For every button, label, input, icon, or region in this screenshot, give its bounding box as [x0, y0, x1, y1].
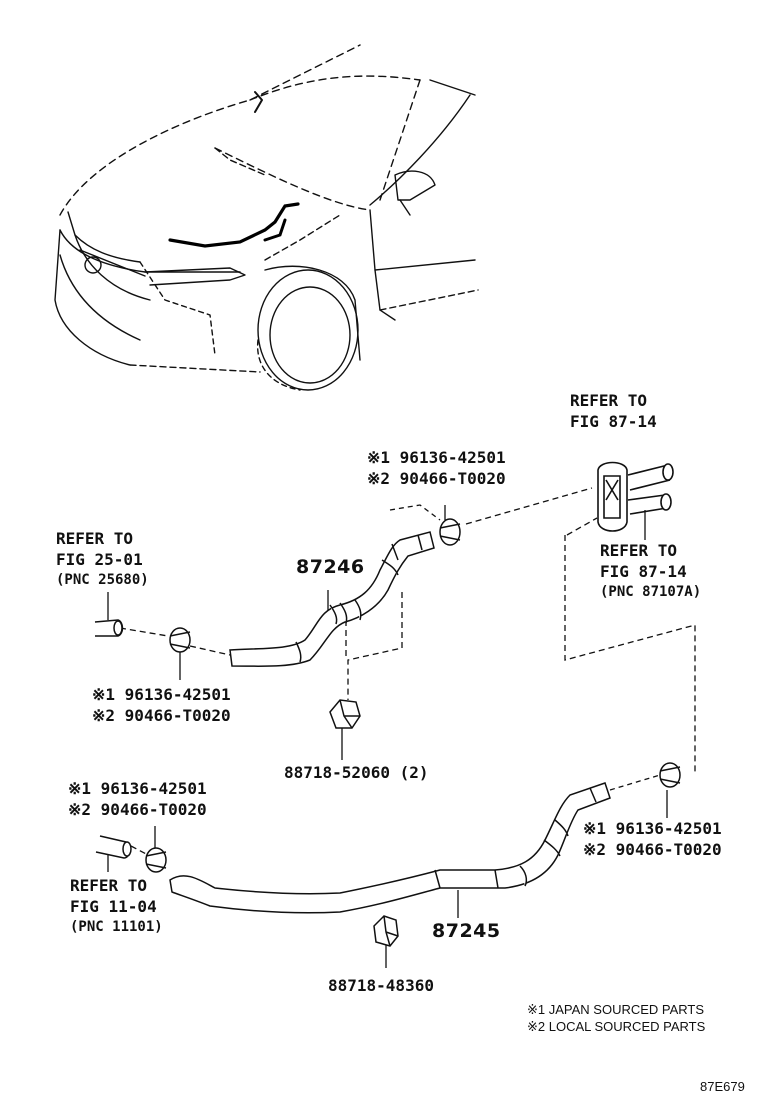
ref-label: REFER TO: [570, 391, 648, 410]
ref-fig-87-14-top: REFER TO FIG 87-14: [570, 393, 657, 435]
part-number-japan[interactable]: ※1 96136-42501: [367, 448, 506, 467]
part-number-japan[interactable]: ※1 96136-42501: [68, 779, 207, 798]
legend-japan: ※1 JAPAN SOURCED PARTS: [527, 1002, 705, 1017]
part-number-local[interactable]: ※2 90466-T0020: [583, 840, 722, 859]
connector-left-low: [95, 835, 132, 859]
part-number-local[interactable]: ※2 90466-T0020: [92, 706, 231, 725]
washer-nozzle: [597, 461, 674, 532]
clip-88718-52060: [329, 699, 361, 729]
upper-hose-87246: [229, 531, 435, 667]
clamp-left-low: [145, 847, 167, 873]
ref-fig-11-04: REFER TO FIG 11-04 (PNC 11101): [70, 878, 163, 939]
clamp-right-low: [659, 762, 681, 788]
clamp-callout-top-center: ※1 96136-42501 ※2 90466-T0020: [367, 450, 506, 492]
ref-figure[interactable]: FIG 87-14: [600, 562, 687, 581]
clamp-callout-left-mid: ※1 96136-42501 ※2 90466-T0020: [92, 687, 231, 729]
ref-pnc: (PNC 87107A): [600, 584, 702, 600]
ref-figure[interactable]: FIG 25-01: [56, 550, 143, 569]
ref-figure[interactable]: FIG 11-04: [70, 897, 157, 916]
connector-left-mid: [94, 619, 124, 637]
part-number-local[interactable]: ※2 90466-T0020: [367, 469, 506, 488]
ref-figure[interactable]: FIG 87-14: [570, 412, 657, 431]
ref-pnc: (PNC 25680): [56, 572, 149, 588]
legend-local: ※2 LOCAL SOURCED PARTS: [527, 1019, 706, 1034]
part-number-clip-lower[interactable]: 88718-48360: [328, 976, 434, 995]
ref-label: REFER TO: [600, 541, 678, 560]
washer-hose-location-fork: [263, 218, 287, 242]
ref-fig-25-01: REFER TO FIG 25-01 (PNC 25680): [56, 531, 149, 592]
vehicle-illustration: [54, 44, 479, 391]
part-number-japan[interactable]: ※1 96136-42501: [583, 819, 722, 838]
ref-fig-87-14-pnc: REFER TO FIG 87-14 (PNC 87107A): [600, 543, 701, 604]
lower-hose-87245: [169, 782, 611, 914]
part-number-clip-upper[interactable]: 88718-52060 (2): [284, 763, 429, 782]
clamp-top-center: [439, 518, 461, 546]
clip-88718-48360: [373, 915, 399, 947]
clamp-callout-left-low: ※1 96136-42501 ※2 90466-T0020: [68, 781, 207, 823]
clamp-left-mid: [169, 627, 191, 653]
clamp-callout-right-low: ※1 96136-42501 ※2 90466-T0020: [583, 821, 722, 863]
part-number-local[interactable]: ※2 90466-T0020: [68, 800, 207, 819]
part-number-hose-lower[interactable]: 87245: [432, 920, 501, 942]
ref-label: REFER TO: [56, 529, 134, 548]
legend: ※1 JAPAN SOURCED PARTS ※2 LOCAL SOURCED …: [527, 1003, 705, 1038]
part-number-japan[interactable]: ※1 96136-42501: [92, 685, 231, 704]
ref-label: REFER TO: [70, 876, 148, 895]
ref-pnc: (PNC 11101): [70, 919, 163, 935]
washer-hose-location: [168, 202, 300, 248]
part-number-hose-upper[interactable]: 87246: [296, 556, 365, 578]
diagram-id: 87E679: [700, 1079, 745, 1094]
